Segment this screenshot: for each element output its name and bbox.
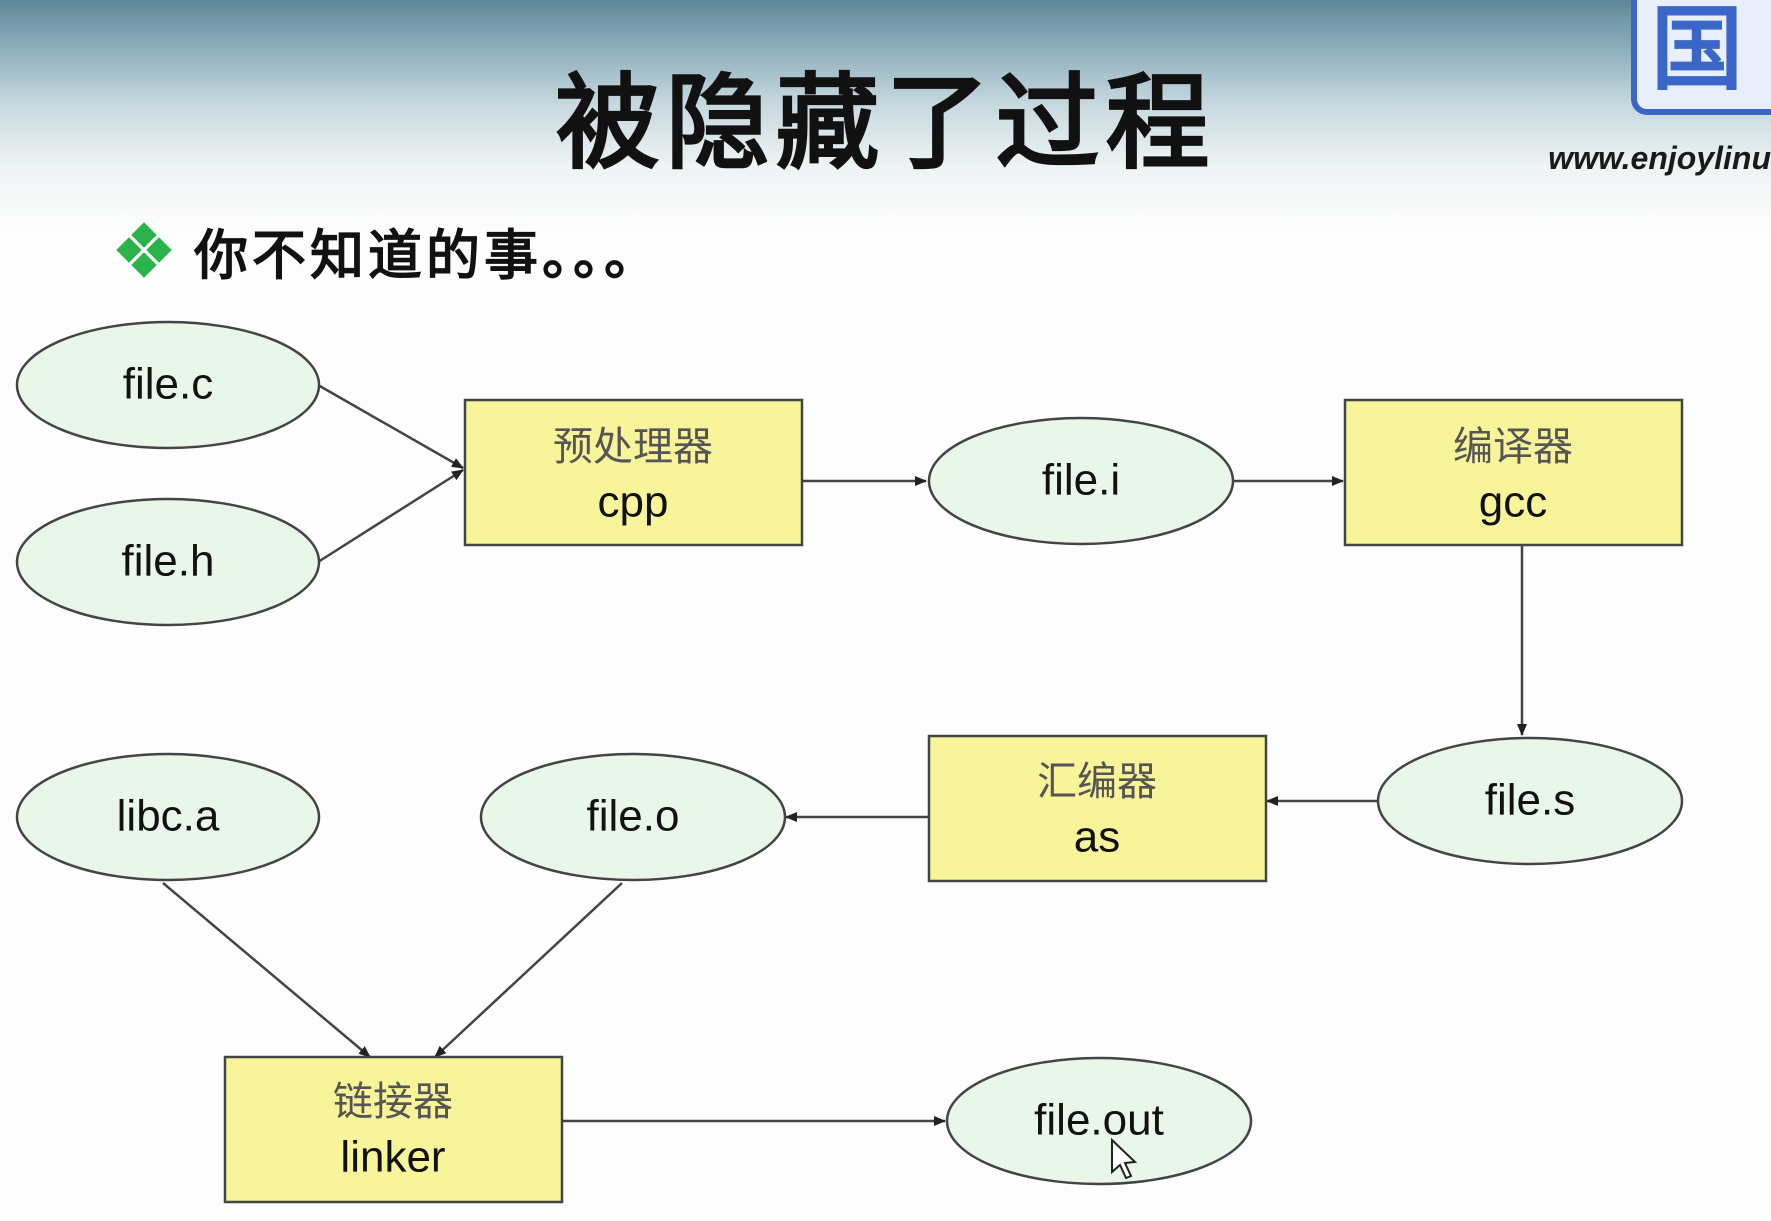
label-file-h: file.h [122, 537, 215, 586]
label-file-i: file.i [1042, 456, 1120, 505]
node-file-c [15, 320, 321, 450]
logo: 国 www.enjoylinu [1481, 0, 1771, 200]
label-file-out: file.out [1034, 1096, 1164, 1145]
edge-file-c-to-cpp [317, 383, 464, 470]
label-libc: libc.a [117, 792, 220, 841]
bullet-text: 你不知道的事。。。 [194, 222, 662, 287]
node-file-s [1376, 736, 1684, 866]
header-background [0, 0, 1771, 230]
edge-file-h-to-cpp [317, 468, 464, 564]
edge-libc-to-linker [162, 882, 371, 1058]
node-as [927, 734, 1268, 883]
edge-file-o-to-linker [434, 882, 623, 1058]
logo-mark: 国 [1631, 0, 1771, 115]
label-cpp-zh: 预处理器 [553, 424, 713, 470]
label-file-o: file.o [587, 792, 680, 841]
node-file-out [945, 1056, 1253, 1186]
node-linker [223, 1055, 564, 1204]
label-file-s: file.s [1485, 776, 1575, 825]
label-linker-en: linker [340, 1133, 445, 1182]
label-gcc-en: gcc [1479, 478, 1547, 527]
node-file-o [479, 752, 787, 882]
node-gcc [1343, 398, 1684, 547]
label-as-en: as [1074, 813, 1120, 862]
label-gcc-zh: 编译器 [1453, 424, 1573, 470]
label-as-zh: 汇编器 [1037, 759, 1157, 805]
node-file-h [15, 497, 321, 627]
node-libc [15, 752, 321, 882]
label-file-c: file.c [123, 360, 213, 409]
label-cpp-en: cpp [598, 478, 669, 527]
node-file-i [927, 416, 1235, 546]
mouse-cursor-icon [1111, 1137, 1138, 1180]
label-linker-zh: 链接器 [333, 1079, 453, 1125]
logo-url: www.enjoylinu [1548, 140, 1771, 176]
node-cpp [463, 398, 804, 547]
bullet-item: 你不知道的事。。。 [116, 215, 662, 287]
slide-title: 被隐藏了过程 [555, 62, 1216, 184]
